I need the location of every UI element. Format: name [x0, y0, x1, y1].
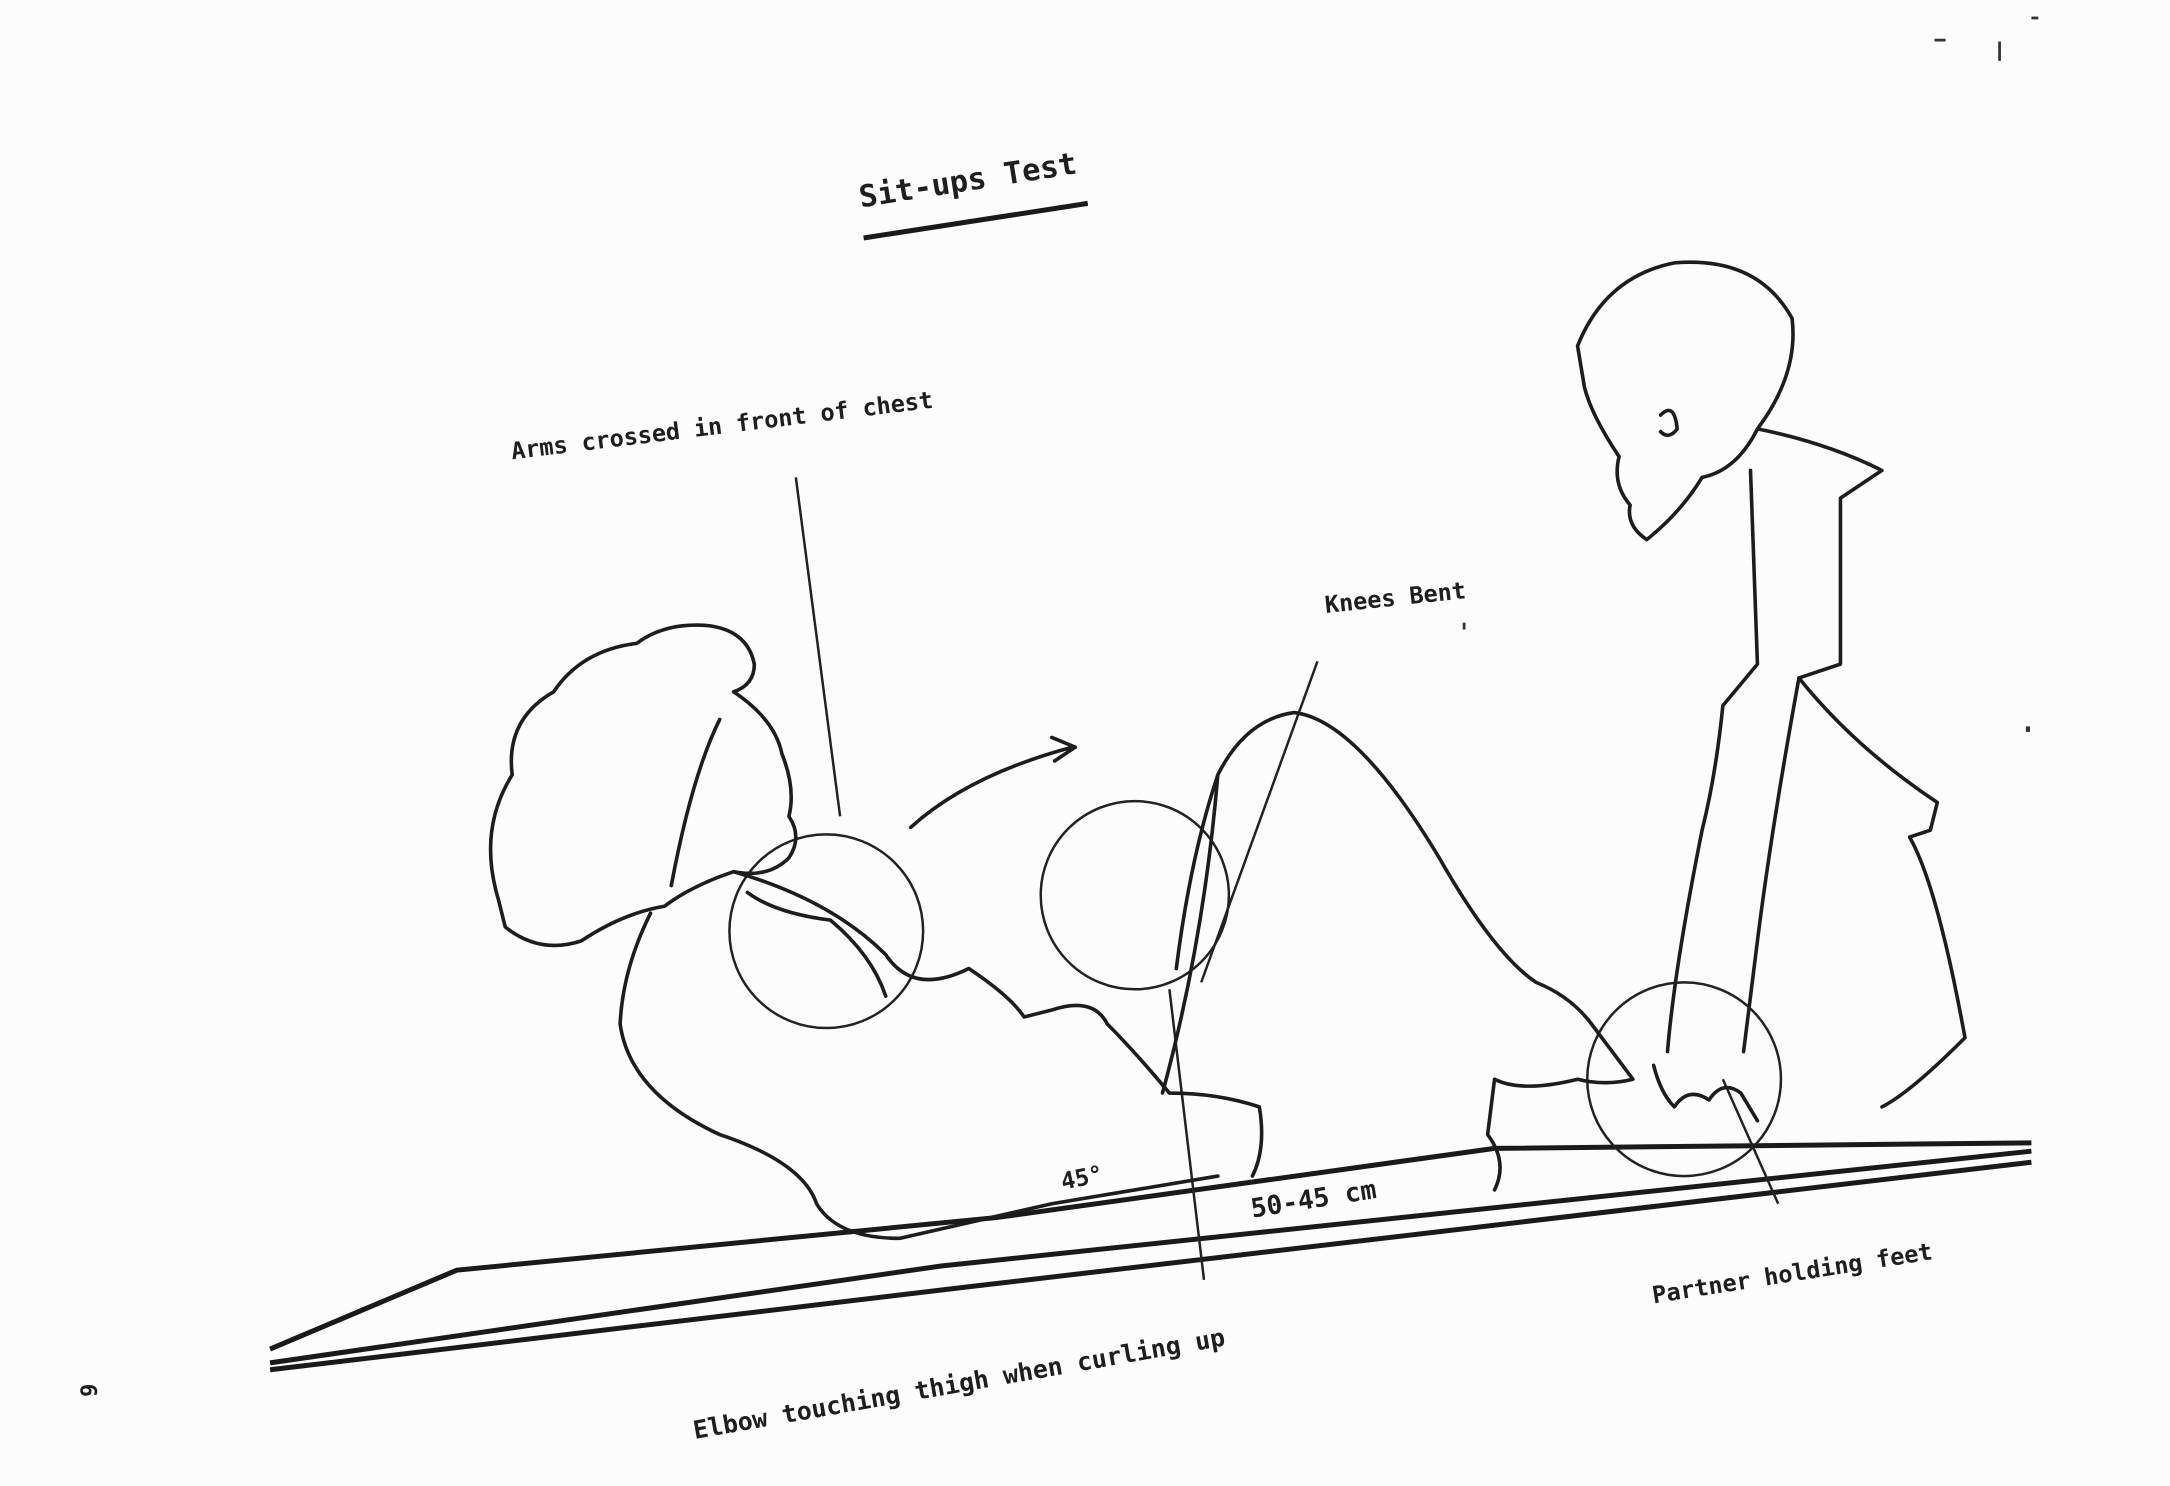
title: Sit-ups Test [857, 146, 1080, 215]
curl-arrow-icon [908, 735, 1078, 830]
label-angle: 45° [1058, 1160, 1105, 1196]
label-arms-crossed: Arms crossed in front of chest [510, 386, 935, 466]
label-partner-holding-feet: Partner holding feet [1650, 1237, 1934, 1309]
partner-figure [1575, 260, 1967, 1123]
person-sit-up [488, 623, 1635, 1241]
label-knees-bent: Knees Bent [1323, 576, 1467, 619]
page-number: 6 [74, 1384, 100, 1397]
title-underline [863, 200, 1089, 241]
label-elbow-touching-thigh: Elbow touching thigh when curling up [691, 1323, 1227, 1445]
scan-marks [1462, 16, 2039, 732]
guide-circles [728, 799, 1783, 1178]
label-distance: 50-45 cm [1249, 1175, 1379, 1224]
